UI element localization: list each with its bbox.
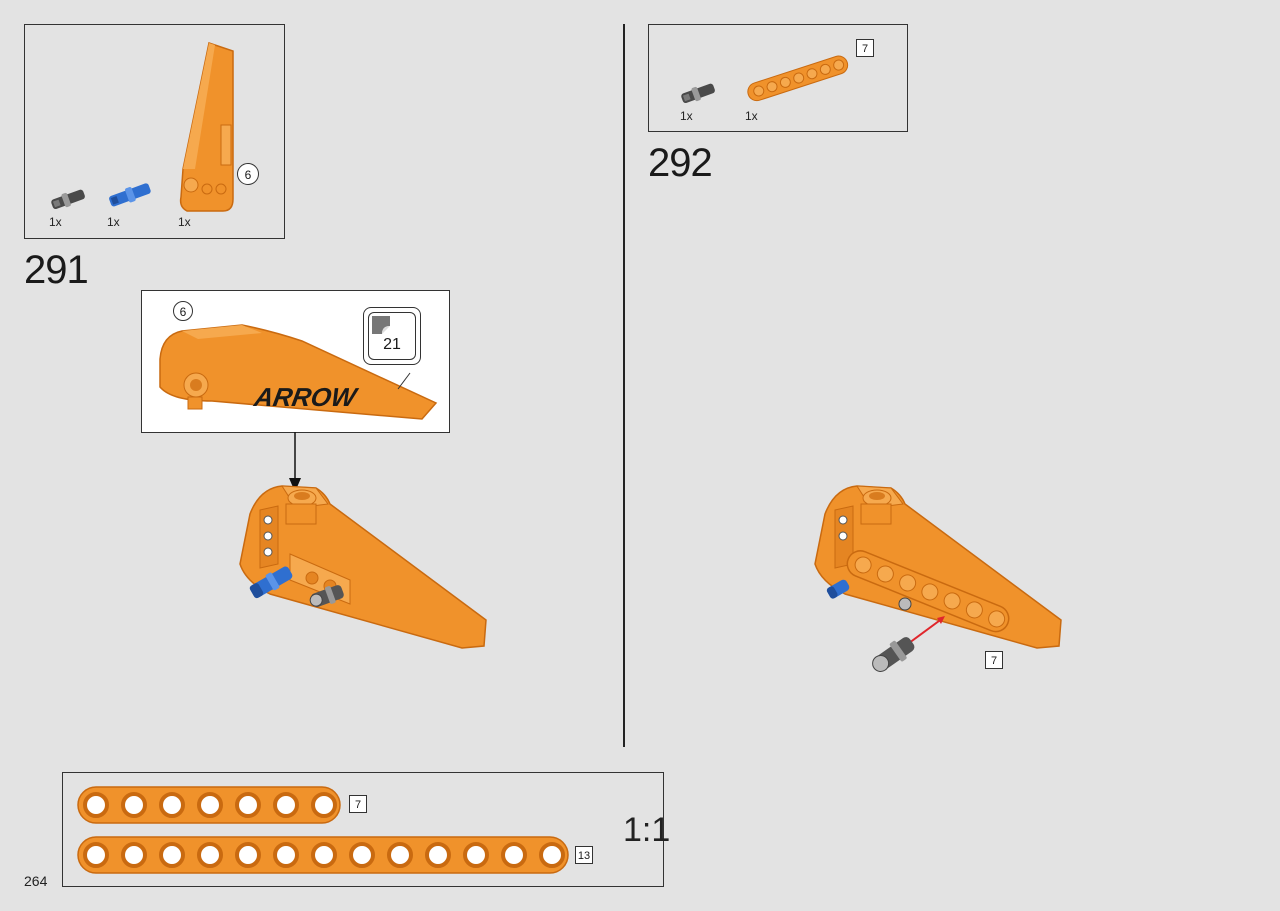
orange-panel-icon [179,42,234,212]
sticker-sheet-icon [372,316,390,334]
beam-length-badge: 7 [856,39,874,57]
blue-pin [249,566,293,599]
step-292-model-illustration [814,485,1062,672]
beam-7-scale [77,786,341,824]
gray-pin-icon [51,189,85,210]
sticker-callout-box: 6 ARROW 21 [141,290,450,433]
sticker-text: ARROW [251,382,361,412]
step-291-parts-box: 6 1x 1x 1x [24,24,285,239]
beam-length-badge: 7 [349,795,367,813]
scale-guide-box: 7 13 1:1 [62,772,670,887]
part-ref-callout: 6 [173,301,193,321]
part-qty: 1x [49,215,62,229]
beam-13-scale [77,836,569,874]
sticker-number: 21 [383,336,401,353]
blue-axle-pin-icon [109,183,151,207]
part-qty: 1x [107,215,120,229]
part-qty: 1x [178,215,191,229]
beam-length-badge: 13 [575,846,593,864]
step-292-parts-box: 7 1x 1x [648,24,908,132]
part-ref-number: 6 [244,168,252,182]
gray-pin [872,637,915,672]
page-number: 264 [24,873,48,889]
gray-pin [309,585,344,607]
step-number: 291 [24,248,89,292]
part-qty: 1x [745,109,758,123]
scale-label: 1:1 [623,811,671,849]
part-qty: 1x [680,109,693,123]
step-number: 292 [648,141,713,185]
blue-pin [826,579,850,599]
part-ref-callout: 6 [237,163,259,185]
part-ref-number: 6 [179,305,187,319]
gray-pin-icon [681,83,715,104]
beam-length-badge: 7 [985,651,1003,669]
down-arrow-icon [289,432,301,492]
step-291-model-illustration [239,485,487,649]
panel-with-sticker-illustration: ARROW [159,324,438,420]
orange-beam-icon [747,55,849,102]
sticker-number-badge: 21 [363,307,421,365]
step-divider [623,24,625,747]
